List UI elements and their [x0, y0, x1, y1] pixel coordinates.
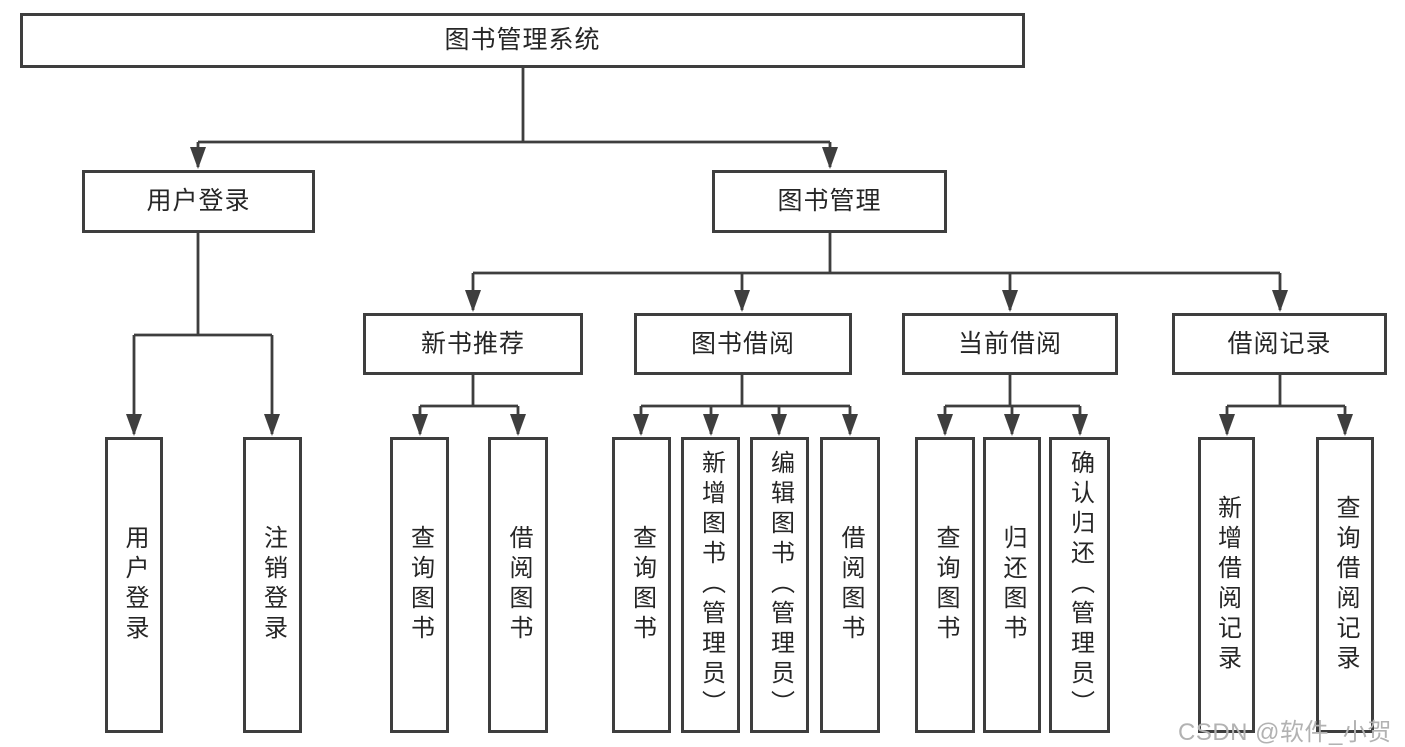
leaf-add-borrow-record: 新增借阅记录	[1198, 437, 1255, 733]
node-root-system: 图书管理系统	[20, 13, 1025, 68]
node-book-management: 图书管理	[712, 170, 947, 233]
leaf-query-books-recommend: 查询图书	[390, 437, 449, 733]
node-book-borrow: 图书借阅	[634, 313, 852, 375]
node-new-book-recommend: 新书推荐	[363, 313, 583, 375]
leaf-logout: 注销登录	[243, 437, 302, 733]
csdn-watermark: CSDN @软件_小贺同学	[1178, 719, 1392, 746]
node-borrow-records: 借阅记录	[1172, 313, 1387, 375]
leaf-query-books-current: 查询图书	[915, 437, 975, 733]
leaf-query-books-borrow: 查询图书	[612, 437, 671, 733]
leaf-borrow-books-recommend: 借阅图书	[488, 437, 548, 733]
leaf-return-books: 归还图书	[983, 437, 1041, 733]
leaf-user-login: 用户登录	[105, 437, 163, 733]
node-current-borrow: 当前借阅	[902, 313, 1118, 375]
leaf-add-books-admin: 新增图书（管理员）	[681, 437, 740, 733]
node-user-login: 用户登录	[82, 170, 315, 233]
leaf-edit-books-admin: 编辑图书（管理员）	[750, 437, 809, 733]
leaf-query-borrow-record: 查询借阅记录	[1316, 437, 1374, 733]
leaf-confirm-return-admin: 确认归还（管理员）	[1049, 437, 1110, 733]
leaf-borrow-books: 借阅图书	[820, 437, 880, 733]
